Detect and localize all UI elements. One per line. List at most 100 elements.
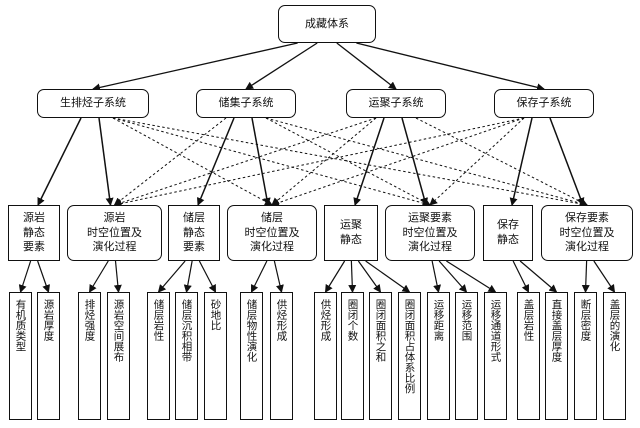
arrow-connector (593, 260, 616, 293)
leaf-node: 排烃强度 (78, 292, 101, 420)
static-node-label: 保存 静态 (497, 218, 519, 246)
static-node-label: 源岩 静态 要素 (23, 210, 45, 254)
subsystem-label: 储集子系统 (218, 96, 274, 110)
leaf-node: 供烃形成 (314, 292, 337, 420)
leaf-node-label: 盖层岩性 (522, 299, 535, 341)
arrow-connector (401, 117, 428, 206)
arrow-connector (431, 260, 442, 293)
leaf-node: 源岩空间展布 (107, 292, 130, 420)
dotted-connector (112, 117, 588, 208)
subsystem-node-preservation: 保存子系统 (494, 89, 594, 118)
arrow-connector (356, 42, 545, 92)
leaf-node-label: 有机质类型 (14, 299, 27, 352)
arrow-connector (446, 260, 497, 293)
leaf-node-label: 源岩空间展布 (112, 299, 125, 362)
static-node-preservation: 保存 静态 (483, 205, 533, 261)
leaf-node: 砂地比 (204, 292, 227, 420)
arrow-connector (273, 260, 284, 293)
arrow-connector (92, 42, 298, 92)
static-node-label: 储层 静态 要素 (183, 210, 205, 254)
arrow-connector (519, 260, 558, 293)
leaf-node-label: 源岩厚度 (42, 299, 55, 341)
leaf-node: 直接盖层厚度 (545, 292, 568, 420)
static-node-migration: 运聚 静态 (324, 205, 378, 261)
dotted-connector (265, 117, 431, 206)
dotted-connector (271, 117, 525, 207)
leaf-node: 运移通道形式 (484, 292, 507, 420)
leaf-node-label: 砂地比 (209, 299, 222, 331)
leaf-node: 储层物性演化 (240, 292, 263, 420)
arrow-connector (512, 260, 530, 293)
dynamic-node-label: 保存要素 时空位置及 演化过程 (559, 210, 615, 254)
arrow-connector (348, 260, 357, 293)
dotted-connector (415, 117, 588, 206)
arrow-connector (198, 260, 217, 293)
leaf-node-label: 圈闭面积占体系比例 (403, 299, 416, 394)
dynamic-node-reservoir: 储层 时空位置及 演化过程 (227, 205, 317, 261)
leaf-node-label: 储层岩性 (152, 299, 165, 341)
leaf-node: 储层沉积相带 (175, 292, 198, 420)
arrow-connector (183, 260, 193, 293)
leaf-node-label: 盖层的演化 (608, 299, 621, 352)
arrow-connector (251, 117, 271, 206)
leaf-node-label: 储层物性演化 (245, 299, 258, 362)
dotted-connector (265, 117, 588, 208)
leaf-node: 储层岩性 (147, 292, 170, 420)
leaf-node-label: 运移通道形式 (489, 299, 502, 362)
arrow-connector (509, 117, 533, 206)
subsystem-node-reservoir: 储集子系统 (196, 89, 296, 118)
leaf-node-label: 直接盖层厚度 (550, 299, 563, 362)
leaf-node: 盖层的演化 (603, 292, 626, 420)
arrow-connector (353, 117, 385, 206)
leaf-node: 盖层岩性 (517, 292, 540, 420)
dotted-connector (112, 117, 431, 208)
arrow-connector (245, 42, 318, 90)
leaf-node-label: 排烃强度 (83, 299, 96, 341)
arrow-connector (18, 260, 32, 293)
subsystem-label: 生排烃子系统 (60, 96, 126, 110)
static-node-label: 运聚 静态 (340, 218, 362, 246)
leaf-node-label: 圈闭个数 (346, 299, 359, 341)
arrow-connector (113, 260, 122, 293)
dotted-connector (112, 117, 273, 206)
arrow-connector (365, 260, 411, 293)
arrow-connector (98, 117, 114, 206)
leaf-node-label: 供烃形成 (275, 299, 288, 341)
leaf-node-label: 供烃形成 (319, 299, 332, 341)
dynamic-node-preservation: 保存要素 时空位置及 演化过程 (541, 205, 633, 261)
leaf-node-label: 运移距离 (432, 299, 445, 341)
arrow-connector (37, 260, 50, 293)
leaf-node-label: 运移范围 (460, 299, 473, 341)
arrow-connector (581, 260, 590, 293)
dotted-connector (271, 117, 377, 206)
dynamic-node-migration: 运聚要素 时空位置及 演化过程 (385, 205, 475, 261)
leaf-node-label: 储层沉积相带 (180, 299, 193, 362)
dotted-connector (113, 117, 525, 208)
root-node: 成藏体系 (278, 5, 376, 43)
dynamic-node-label: 源岩 时空位置及 演化过程 (87, 210, 142, 254)
leaf-node-label: 断层密度 (579, 299, 592, 341)
arrow-connector (88, 260, 109, 293)
subsystem-label: 保存子系统 (516, 96, 572, 110)
dynamic-node-label: 储层 时空位置及 演化过程 (244, 210, 300, 254)
leaf-node: 供烃形成 (270, 292, 293, 420)
leaf-node-label: 圈闭面积之和 (374, 299, 387, 362)
leaf-node: 运移范围 (455, 292, 478, 420)
dynamic-node-source-rock: 源岩 时空位置及 演化过程 (67, 205, 162, 261)
arrow-connector (336, 42, 397, 90)
arrow-connector (196, 117, 235, 206)
leaf-node: 源岩厚度 (37, 292, 60, 420)
static-node-source-rock: 源岩 静态 要素 (8, 205, 60, 261)
dotted-connector (113, 117, 377, 207)
leaf-node: 圈闭面积占体系比例 (398, 292, 421, 420)
arrow-connector (37, 117, 82, 206)
root-node-label: 成藏体系 (305, 16, 349, 30)
dotted-connector (429, 117, 525, 206)
arrow-connector (324, 260, 346, 293)
arrow-connector (157, 260, 186, 293)
leaf-node: 断层密度 (574, 292, 597, 420)
subsystem-label: 运聚子系统 (368, 96, 424, 110)
leaf-node: 圈闭个数 (341, 292, 364, 420)
